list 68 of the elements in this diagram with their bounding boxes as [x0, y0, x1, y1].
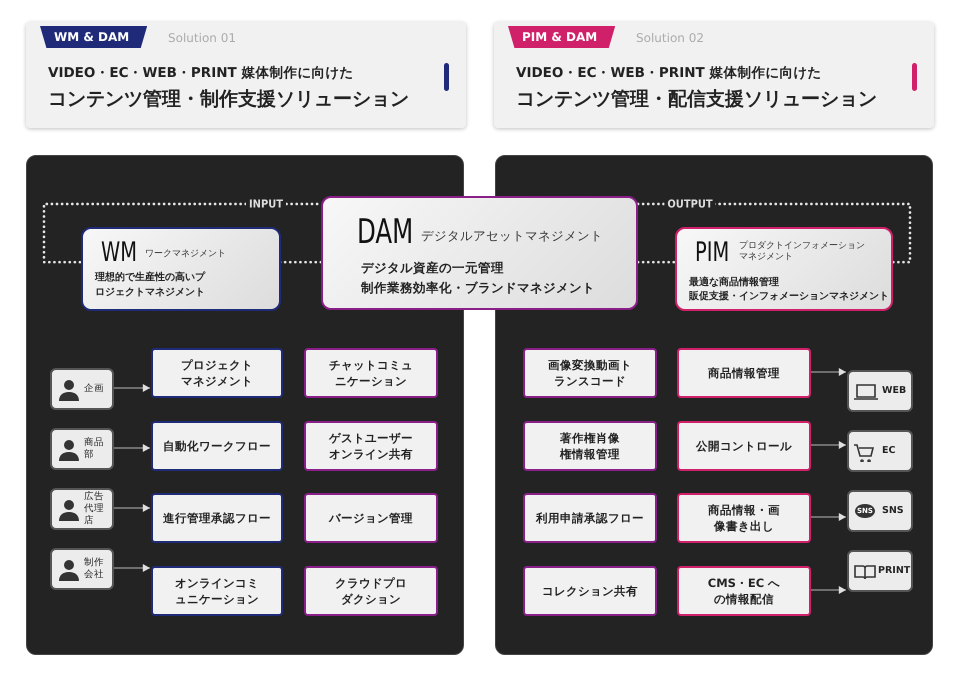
solution-number: Solution 01	[168, 31, 236, 45]
description: 制作業務効率化・ブランドマネジメント	[361, 280, 595, 297]
dotted-connector	[636, 260, 676, 264]
feature-box: 自動化ワークフロー	[151, 421, 283, 471]
feature-box: チャットコミュニケーション	[304, 348, 438, 398]
feature-box: コレクション共有	[523, 566, 657, 616]
module-title: PIM	[695, 237, 730, 268]
edge-label: INPUT	[246, 198, 286, 210]
user-label: 商品部	[84, 437, 105, 461]
header-card	[494, 22, 934, 128]
module-subtitle: ワークマネジメント	[145, 249, 227, 260]
arrow	[113, 384, 150, 392]
arrow	[113, 444, 150, 452]
module-title: WM	[101, 237, 137, 268]
description: デジタル資産の一元管理	[361, 260, 504, 277]
arrow	[113, 504, 150, 512]
feature-box: 公開コントロール	[677, 421, 811, 471]
description: 販促支援・インフォメーションマネジメント	[689, 290, 889, 303]
tab-badge: PIM & DAM	[508, 26, 616, 48]
module-subtitle: プロダクトインフォメーションマネジメント	[739, 241, 866, 263]
description: 理想的で生産性の高いプロジェクトマネジメント	[95, 271, 206, 300]
channel-card	[847, 490, 913, 532]
feature-box: 商品情報管理	[677, 348, 811, 398]
user-label: 企画	[84, 383, 105, 395]
module-card	[81, 227, 281, 311]
tab-badge: WM & DAM	[40, 26, 148, 48]
feature-box: ゲストユーザーオンライン共有	[304, 421, 438, 471]
header-card	[26, 22, 466, 128]
module-card	[675, 227, 893, 311]
channel-label: EC	[882, 445, 896, 456]
module-subtitle: デジタルアセットマネジメント	[421, 228, 603, 245]
user-label: 制作会社	[84, 557, 105, 581]
channel-label: SNS	[882, 505, 904, 516]
user-card	[50, 368, 114, 410]
arrow	[810, 441, 846, 449]
channel-card	[847, 430, 913, 472]
user-label: 広告代理店	[84, 491, 105, 527]
dotted-connector	[278, 260, 322, 264]
heading: コンテンツ管理・制作支援ソリューション	[48, 87, 409, 112]
feature-box: バージョン管理	[304, 493, 438, 543]
arrow	[810, 513, 846, 521]
heading: コンテンツ管理・配信支援ソリューション	[516, 87, 877, 112]
arrow	[113, 564, 150, 572]
feature-box: CMS・EC への情報配信	[677, 566, 811, 616]
channel-card	[847, 370, 913, 412]
subtitle: VIDEO・EC・WEB・PRINT 媒体制作に向けた	[516, 64, 822, 82]
channel-label: PRINT	[878, 565, 910, 576]
arrow	[810, 368, 846, 376]
edge-label: OUTPUT	[664, 198, 716, 210]
description: 最適な商品情報管理	[689, 275, 779, 289]
feature-box: プロジェクトマネジメント	[151, 348, 283, 398]
channel-label: WEB	[882, 385, 906, 396]
module-title: DAM	[357, 212, 414, 252]
user-card	[50, 548, 114, 590]
feature-box: 画像変換動画トランスコード	[523, 348, 657, 398]
feature-box: 利用申請承認フロー	[523, 493, 657, 543]
solution-number: Solution 02	[636, 31, 704, 45]
arrow	[810, 586, 846, 594]
feature-box: クラウドプロダクション	[304, 566, 438, 616]
feature-box: 著作権肖像権情報管理	[523, 421, 657, 471]
module-card	[321, 196, 638, 310]
subtitle: VIDEO・EC・WEB・PRINT 媒体制作に向けた	[48, 64, 354, 82]
feature-box: オンラインコミュニケーション	[151, 566, 283, 616]
channel-card	[847, 550, 913, 592]
user-card	[50, 428, 114, 470]
user-card	[50, 488, 114, 530]
feature-box: 商品情報・画像書き出し	[677, 493, 811, 543]
feature-box: 進行管理承認フロー	[151, 493, 283, 543]
